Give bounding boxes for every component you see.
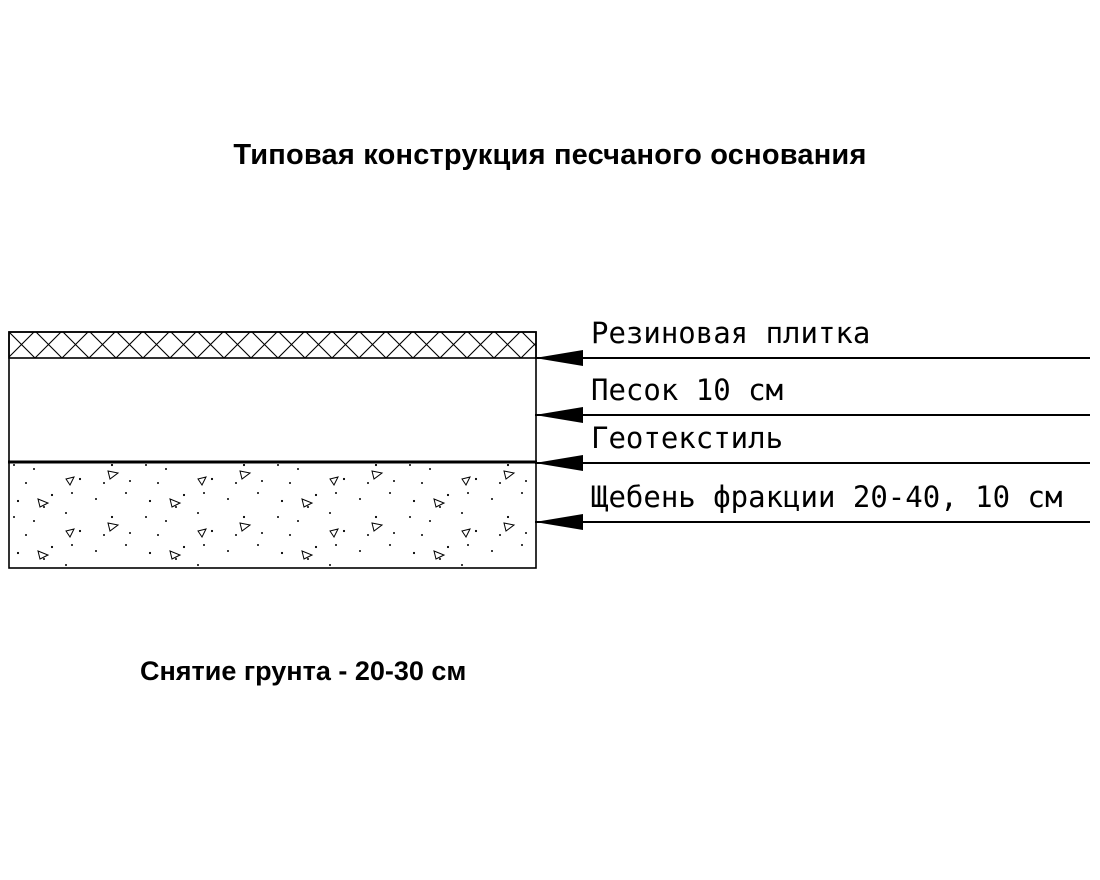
excavation-note: Снятие грунта - 20-30 см: [140, 656, 467, 686]
arrow-left-icon: [535, 455, 583, 471]
cross-section-diagram: [8, 331, 537, 569]
leader-rubber-tile: Резиновая плитка: [535, 314, 1090, 366]
arrow-left-icon: [535, 514, 583, 530]
layer-label-gravel: Щебень фракции 20-40, 10 см: [591, 480, 1063, 514]
layer-label-sand: Песок 10 см: [591, 373, 784, 407]
leader-sand: Песок 10 см: [535, 371, 1090, 423]
gravel-layer: [10, 464, 535, 567]
leader-gravel: Щебень фракции 20-40, 10 см: [535, 478, 1090, 530]
leader-line: [535, 521, 1090, 523]
leader-line: [535, 462, 1090, 464]
layer-label-geotextile: Геотекстиль: [591, 421, 784, 455]
arrow-left-icon: [535, 407, 583, 423]
leader-line: [535, 414, 1090, 416]
arrow-left-icon: [535, 350, 583, 366]
page-title: Типовая конструкция песчаного основания: [233, 139, 867, 171]
leader-geotextile: Геотекстиль: [535, 419, 1090, 471]
sand-layer: [10, 359, 535, 461]
leader-line: [535, 357, 1090, 359]
layer-label-rubber-tile: Резиновая плитка: [591, 316, 871, 350]
rubber-tile-layer: [8, 331, 537, 359]
